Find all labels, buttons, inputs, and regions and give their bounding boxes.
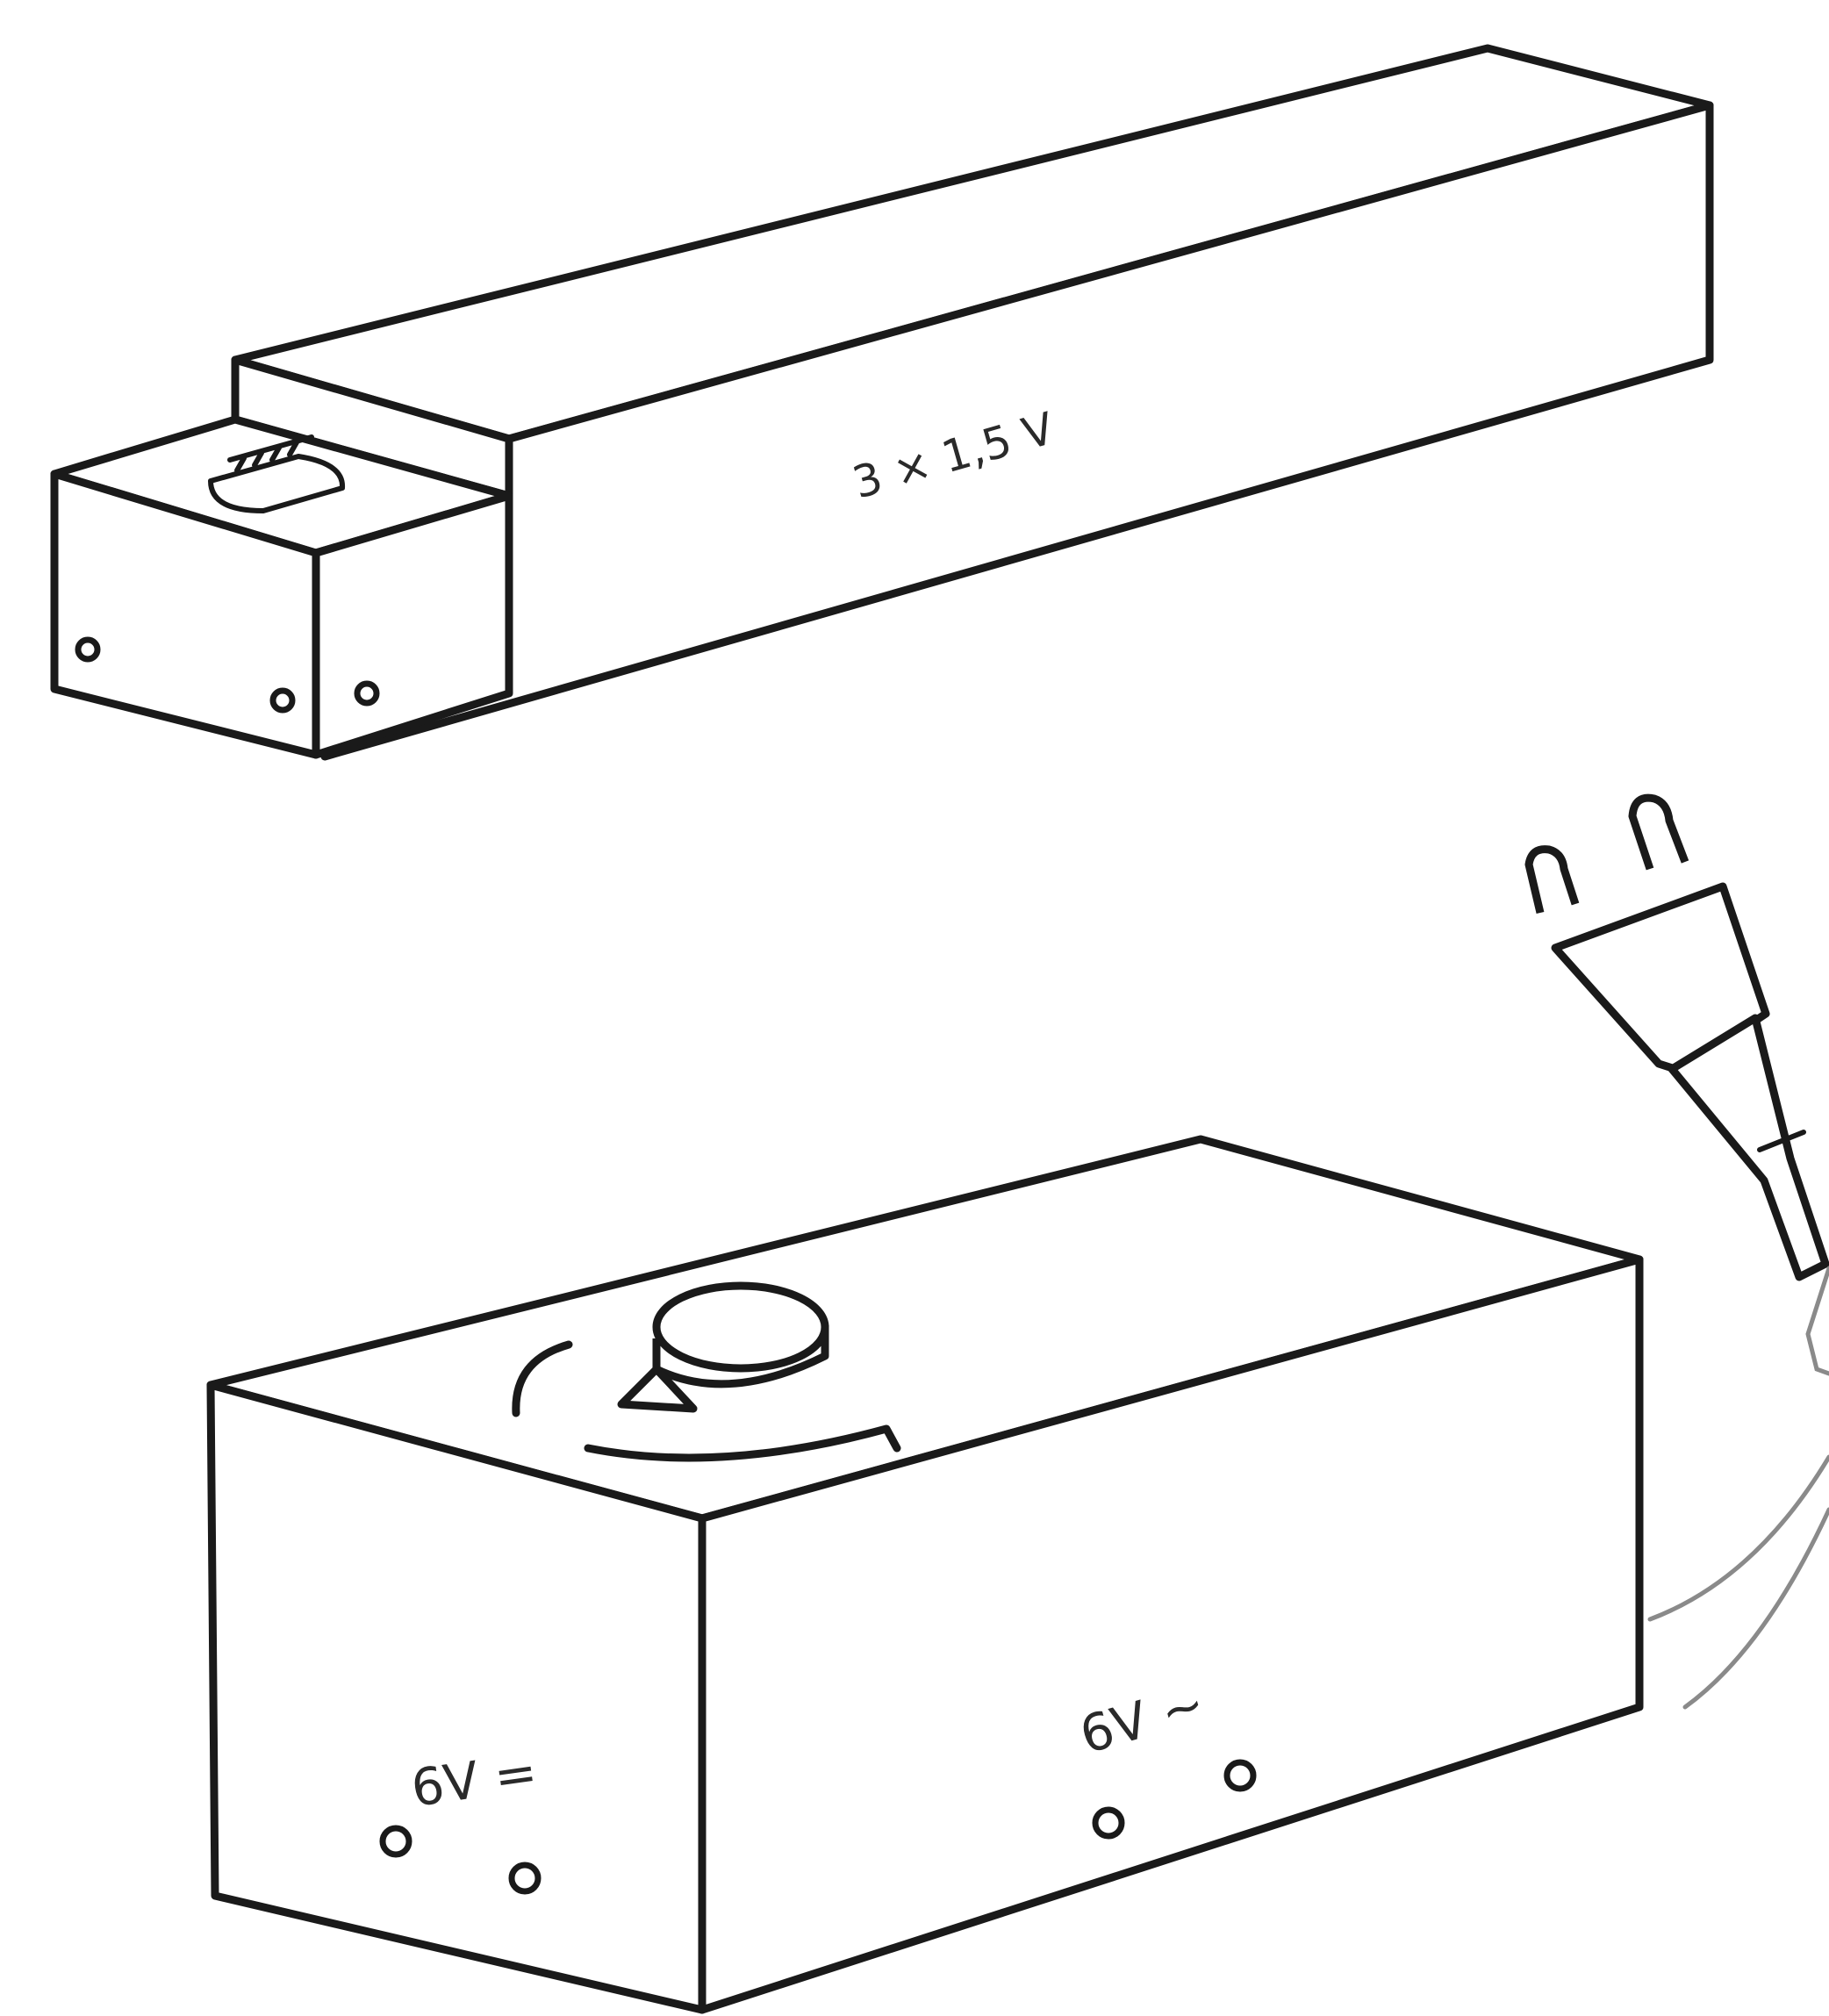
transformer: 6V = 6V ~ [206, 1135, 1644, 2014]
battery-socket-3 [354, 680, 380, 707]
voltage-knob [617, 1281, 829, 1413]
battery-socket-2 [269, 687, 296, 714]
battery-box: 3 × 1,5 V [50, 44, 1714, 761]
knob-pointer [617, 1365, 698, 1413]
plug-prong-right [1628, 793, 1689, 871]
rotation-arrow-left-icon [512, 1340, 573, 1417]
ac-socket-1 [1092, 1806, 1125, 1840]
plug-strain-relief [1668, 1014, 1829, 1281]
transformer-front-face [698, 1255, 1644, 2014]
battery-switch [208, 434, 346, 513]
mains-plug [1524, 793, 1829, 1281]
rotation-arrow-right-icon [584, 1424, 901, 1462]
plug-prong-left [1524, 845, 1580, 915]
dc-socket-2 [508, 1862, 542, 1895]
battery-socket-1 [75, 636, 101, 663]
mains-cable [1647, 1266, 1829, 1710]
dc-socket-1 [379, 1825, 412, 1858]
ac-socket-2 [1223, 1759, 1257, 1792]
